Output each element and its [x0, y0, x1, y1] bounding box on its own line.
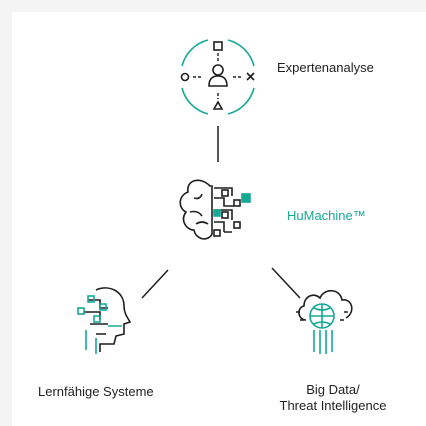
expert-analysis-label: Expertenanalyse: [277, 60, 374, 75]
bigdata-label: Big Data/ Threat Intelligence: [258, 382, 408, 414]
connector-humachine-learning: [141, 269, 169, 299]
diagram-card: [12, 12, 426, 426]
brain-circuit-icon: [179, 179, 251, 240]
cloud-globe-icon: [296, 289, 353, 354]
expert-analysis-target-icon: [180, 39, 255, 115]
head-circuit-icon: [77, 287, 132, 354]
bigdata-label-line2: Threat Intelligence: [279, 398, 387, 413]
connector-humachine-bigdata: [271, 267, 301, 299]
bigdata-label-line1: Big Data/: [306, 382, 360, 397]
humachine-label: HuMachine™: [287, 208, 366, 223]
learning-systems-label: Lernfähige Systeme: [38, 384, 154, 399]
